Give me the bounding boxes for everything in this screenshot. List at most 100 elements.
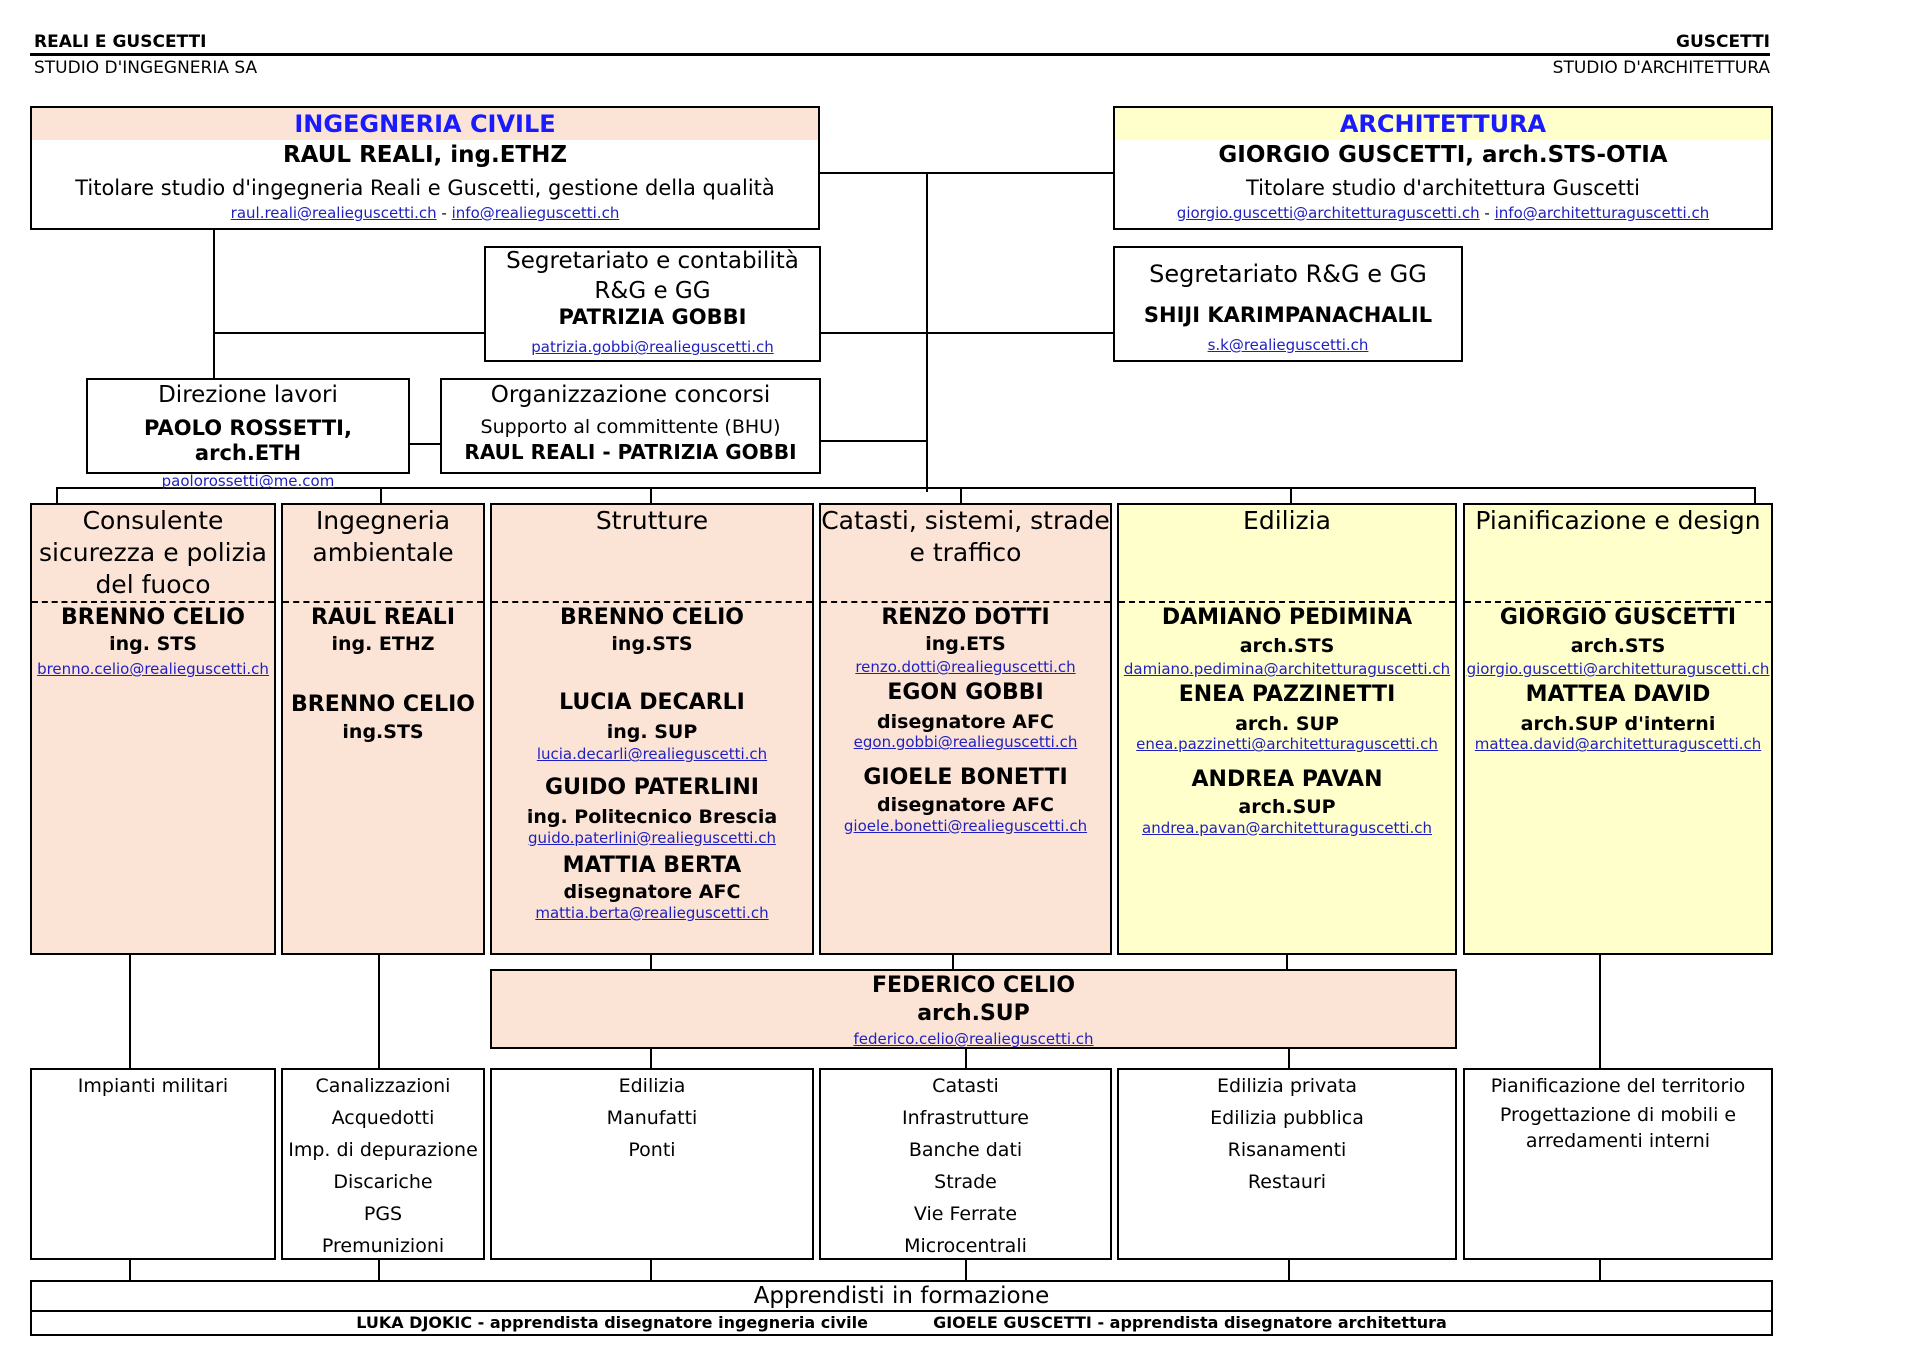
activity-box-catasti: Catasti Infrastrutture Banche dati Strad… [819,1068,1112,1260]
person-title: arch.STS [1239,635,1335,658]
renzo-email-link[interactable]: renzo.dotti@realieguscetti.ch [855,658,1076,677]
direzione-lavori-box: Direzione lavori PAOLO ROSSETTI, arch.ET… [86,378,410,490]
segretariato-rg-title: Segretariato R&G e GG [1149,260,1427,288]
brenno-email-link[interactable]: brenno.celio@realieguscetti.ch [37,660,269,679]
person-title: ing. Politecnico Brescia [526,805,778,828]
person-title: arch.STS [1570,635,1666,658]
mattia-email-link[interactable]: mattia.berta@realieguscetti.ch [535,903,769,922]
patrizia-email-link[interactable]: patrizia.gobbi@realieguscetti.ch [531,338,774,357]
department-divider [1119,601,1455,603]
federico-celio-box: FEDERICO CELIO arch.SUP federico.celio@r… [490,969,1457,1049]
activity-item: Vie Ferrate [913,1203,1018,1225]
apprendisti-box: Apprendisti in formazione LUKA DJOKIC - … [30,1280,1773,1336]
person-title: disegnatore AFC [563,880,741,903]
segretariato-contabilita-title: Segretariato e contabilità [506,248,799,274]
segretariato-rg-name: SHIJI KARIMPANACHALIL [1143,302,1433,327]
department-catasti: Catasti, sistemi, strade e traffico RENZ… [819,503,1112,955]
apprendista-gioele: GIOELE GUSCETTI - apprendista disegnator… [933,1313,1447,1332]
activity-item: Edilizia privata [1217,1075,1357,1097]
direzione-lavori-name: PAOLO ROSSETTI, arch.ETH [144,415,352,465]
company-right-subtitle: STUDIO D'ARCHITETTURA [1552,58,1770,78]
activity-box-consulente: Impianti militari [30,1068,276,1260]
apprendista-luka: LUKA DJOKIC - apprendista disegnatore in… [356,1313,868,1332]
shiji-email-link[interactable]: s.k@realieguscetti.ch [1207,335,1369,354]
concorsi-subtitle: Supporto al committente (BHU) [480,415,781,438]
direzione-lavori-title: Direzione lavori [158,382,338,408]
activity-item: Impianti militari [77,1075,229,1097]
person-title: disegnatore AFC [877,793,1054,816]
activity-box-strutture: Edilizia Manufatti Ponti [490,1068,814,1260]
activity-item: Premunizioni [321,1235,445,1257]
guido-email-link[interactable]: guido.paterlini@realieguscetti.ch [528,828,776,847]
department-divider [32,601,274,603]
egon-email-link[interactable]: egon.gobbi@realieguscetti.ch [853,733,1078,752]
ing-civile-head-name: RAUL REALI, ing.ETHZ [282,142,568,168]
ing-civile-head-role: Titolare studio d'ingegneria Reali e Gus… [75,175,775,200]
person-name: GUIDO PATERLINI [545,775,759,801]
mattea-email-link[interactable]: mattea.david@architetturaguscetti.ch [1474,735,1762,754]
activity-item: Strade [934,1171,997,1193]
company-left-title: REALI E GUSCETTI [34,32,207,52]
architettura-heading: ARCHITETTURA [1339,110,1547,138]
department-title: Pianificazione e design [1475,506,1761,535]
activity-item: Pianificazione del territorio [1490,1075,1746,1097]
person-name: GIORGIO GUSCETTI [1499,605,1737,630]
segretariato-rg-box: Segretariato R&G e GG SHIJI KARIMPANACHA… [1113,246,1463,362]
gioele-email-link[interactable]: gioele.bonetti@realieguscetti.ch [843,816,1088,835]
federico-email-link[interactable]: federico.celio@realieguscetti.ch [853,1029,1094,1048]
department-consulente-sicurezza: Consulente sicurezza e polizia del fuoco… [30,503,276,955]
activity-item: Microcentrali [904,1235,1027,1257]
person-name: LUCIA DECARLI [559,690,745,716]
activity-item: Banche dati [908,1139,1023,1161]
paolo-email-link[interactable]: paolorossetti@me.com [161,471,335,490]
ingegneria-civile-box: INGEGNERIA CIVILE RAUL REALI, ing.ETHZ T… [30,106,820,230]
activity-box-pianificazione: Pianificazione del territorio Progettazi… [1463,1068,1773,1260]
activity-item: Risanamenti [1227,1139,1347,1161]
company-right-title: GUSCETTI [1676,32,1770,52]
segretariato-contabilita-subtitle: R&G e GG [594,277,711,304]
activity-item: Imp. di depurazione [288,1139,478,1161]
ing-civile-email-link[interactable]: raul.reali@realieguscetti.ch [230,203,437,222]
organizzazione-concorsi-box: Organizzazione concorsi Supporto al comm… [440,378,821,474]
department-title: Catasti, sistemi, strade e traffico [821,506,1110,567]
department-title: Strutture [595,506,709,535]
activity-item: Infrastrutture [901,1107,1030,1129]
architettura-info-link[interactable]: info@architetturaguscetti.ch [1494,203,1710,222]
activity-item: Edilizia pubblica [1210,1107,1364,1129]
activity-item: PGS [363,1203,403,1225]
enea-email-link[interactable]: enea.pazzinetti@architetturaguscetti.ch [1136,735,1438,754]
department-title: Ingegneria ambientale [312,506,454,567]
company-left-subtitle: STUDIO D'INGEGNERIA SA [34,58,258,78]
giorgio-email-link[interactable]: giorgio.guscetti@architetturaguscetti.ch [1466,660,1770,679]
activity-item: Edilizia [618,1075,686,1097]
department-edilizia: Edilizia DAMIANO PEDIMINA arch.STS damia… [1117,503,1457,955]
department-divider [283,601,483,603]
person-title: ing.STS [611,633,693,656]
activity-box-ambientale: Canalizzazioni Acquedotti Imp. di depura… [281,1068,485,1260]
person-title: arch. SUP [1235,712,1339,735]
architettura-email-link[interactable]: giorgio.guscetti@architetturaguscetti.ch [1176,203,1480,222]
person-name: MATTIA BERTA [562,852,742,878]
department-strutture: Strutture BRENNO CELIO ing.STS LUCIA DEC… [490,503,814,955]
person-name: RAUL REALI [310,605,456,630]
department-pianificazione: Pianificazione e design GIORGIO GUSCETTI… [1463,503,1773,955]
ing-civile-info-link[interactable]: info@realieguscetti.ch [451,203,620,222]
person-name: MATTEA DAVID [1525,682,1711,708]
activity-item: Ponti [628,1139,676,1161]
department-divider [821,601,1110,603]
activity-item: Manufatti [606,1107,698,1129]
person-title: arch.SUP [1238,795,1336,818]
person-name: ENEA PAZZINETTI [1178,682,1396,708]
person-name: RENZO DOTTI [881,605,1050,630]
person-name: BRENNO CELIO [60,605,245,630]
activity-item: Discariche [333,1171,433,1193]
activity-item: Canalizzazioni [315,1075,451,1097]
department-divider [492,601,812,603]
activity-item: Restauri [1247,1171,1327,1193]
damiano-email-link[interactable]: damiano.pedimina@architetturaguscetti.ch [1123,660,1451,679]
department-divider [1465,601,1771,603]
lucia-email-link[interactable]: lucia.decarli@realieguscetti.ch [536,745,768,764]
person-title: arch.SUP d'interni [1520,712,1716,735]
andrea-email-link[interactable]: andrea.pavan@architetturaguscetti.ch [1142,818,1432,837]
architettura-head-role: Titolare studio d'architettura Guscetti [1246,175,1640,200]
